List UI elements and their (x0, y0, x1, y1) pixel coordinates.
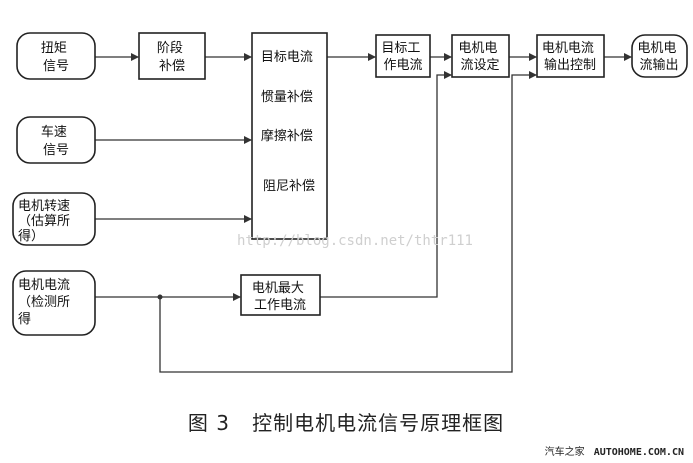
svg-text:目标工 作电流: 目标工 作电流 (381, 41, 424, 73)
node-torque-signal-line-2: 信号 (43, 59, 69, 74)
node-stage-compensation: 阶段 补偿 (138, 32, 206, 80)
node-motor-current-measured: 电机电流 （检测所 得 (12, 270, 96, 336)
node-motor-current-measured-line-2: （检测所 (18, 295, 70, 310)
svg-text:电机电流 （检测所 得: 电机电流 （检测所 得 (18, 278, 74, 327)
node-motor-current-output-control-line-1: 电机电流 (542, 41, 594, 56)
svg-text:车速 信号: 车速 信号 (41, 124, 71, 158)
svg-text:电机最大 工作电流: 电机最大 工作电流 (252, 281, 308, 313)
node-target-working-current: 目标工 作电流 (375, 34, 431, 78)
node-motor-current-setting-line-2: 流设定 (460, 58, 499, 73)
node-stage-compensation-line-1: 阶段 (157, 41, 183, 56)
figure-caption: 图 3 控制电机电流信号原理框图 (188, 411, 504, 435)
node-compensation-target-current: 目标电流 (261, 50, 313, 65)
node-motor-current-output-control: 电机电流 输出控制 (536, 34, 605, 78)
node-max-working-current-line-2: 工作电流 (254, 298, 306, 313)
site-credit: 汽车之家 AUTOHOME.COM.CN (545, 440, 684, 459)
watermark-url: http://blog.csdn.net/thtr111 (237, 233, 473, 249)
junction-dot (157, 294, 163, 300)
svg-text:目标电流 惯量补偿 摩擦补偿: 目标电流 惯量补偿 摩擦补偿 阻尼补偿 (261, 50, 317, 194)
node-stage-compensation-line-2: 补偿 (159, 59, 185, 74)
node-vehicle-speed-signal-line-2: 信号 (43, 143, 69, 158)
node-motor-speed-estimated-line-3: 得） (18, 228, 44, 244)
node-compensation-friction: 摩擦补偿 (261, 128, 313, 144)
node-motor-current-setting: 电机电 流设定 (451, 34, 510, 78)
node-motor-speed-estimated: 电机转速 （估算所 得） (12, 192, 96, 246)
node-motor-current-output-line-1: 电机电 (637, 41, 676, 56)
svg-text:电机转速 （估算所 得）: 电机转速 （估算所 得） (18, 199, 74, 244)
svg-text:电机电 流设定: 电机电 流设定 (458, 41, 501, 73)
node-motor-speed-estimated-line-1: 电机转速 (18, 199, 70, 214)
node-vehicle-speed-signal-line-1: 车速 (41, 124, 67, 140)
svg-text:电机电流 输出控制: 电机电流 输出控制 (542, 41, 598, 73)
node-max-working-current-line-1: 电机最大 (252, 281, 304, 296)
node-compensation-damping: 阻尼补偿 (263, 179, 315, 194)
edge-current-feedback-to-output-control (159, 71, 537, 373)
node-target-working-current-line-1: 目标工 (381, 41, 420, 56)
site-credit-brand: AUTOHOME.COM.CN (594, 447, 684, 458)
connector-lines (95, 53, 632, 373)
node-max-working-current: 电机最大 工作电流 (240, 274, 321, 316)
node-motor-current-measured-line-1: 电机电流 (18, 278, 70, 293)
node-motor-current-measured-line-3: 得 (18, 311, 31, 327)
site-credit-text: 汽车之家 (545, 445, 585, 458)
node-compensation-inertia: 惯量补偿 (261, 89, 313, 105)
node-motor-speed-estimated-line-2: （估算所 (18, 214, 70, 229)
node-target-working-current-line-2: 作电流 (383, 58, 422, 73)
svg-text:阶段 补偿: 阶段 补偿 (157, 41, 187, 74)
node-motor-current-setting-line-1: 电机电 (458, 41, 497, 56)
node-torque-signal-line-1: 扭矩 (41, 41, 67, 56)
svg-text:扭矩 信号: 扭矩 信号 (41, 41, 71, 74)
node-motor-current-output: 电机电 流输出 (631, 34, 688, 78)
node-motor-current-output-line-2: 流输出 (639, 57, 678, 73)
node-vehicle-speed-signal: 车速 信号 (16, 116, 96, 164)
node-compensation-block: 目标电流 惯量补偿 摩擦补偿 阻尼补偿 (251, 32, 328, 240)
node-torque-signal: 扭矩 信号 (16, 32, 96, 80)
edge-max-to-setting (320, 71, 452, 298)
svg-text:电机电 流输出: 电机电 流输出 (637, 41, 680, 73)
node-motor-current-output-control-line-2: 输出控制 (544, 57, 596, 73)
